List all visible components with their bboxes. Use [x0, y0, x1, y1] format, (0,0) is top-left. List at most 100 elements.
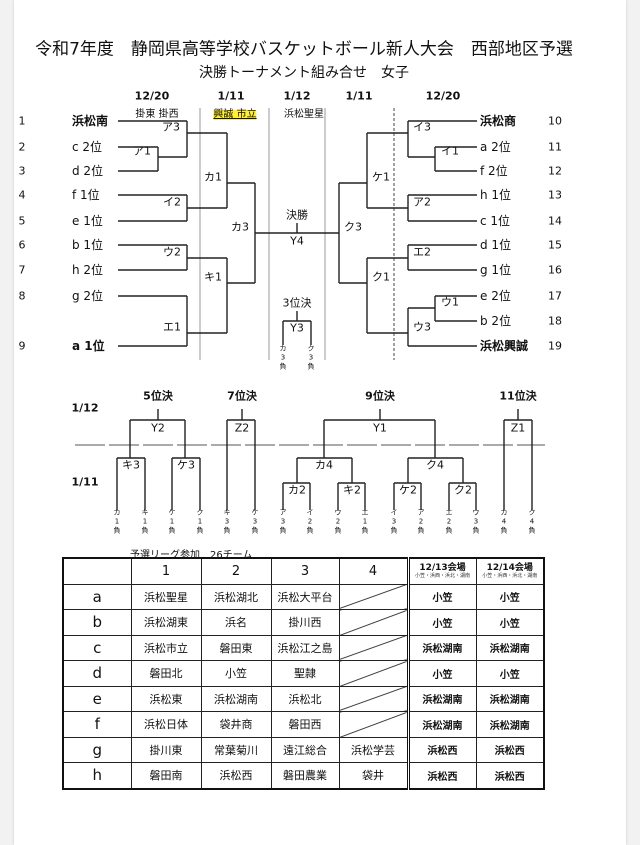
- group-label: a: [62, 583, 132, 610]
- placement-title: 5位決: [143, 389, 173, 403]
- source-label: ケ3負: [251, 508, 259, 535]
- match-code: Z2: [234, 421, 250, 435]
- venue-day1: 小笠: [406, 583, 477, 610]
- team-name: d 1位: [480, 238, 512, 252]
- team-name: f 1位: [72, 188, 100, 202]
- source-label: ク4負: [528, 508, 536, 535]
- source-label: キ1負: [141, 508, 149, 535]
- team-seed: 15: [548, 238, 562, 252]
- match-code: イ1: [441, 144, 459, 158]
- team-seed: 17: [548, 289, 562, 303]
- team-cell: 掛川東: [130, 736, 202, 763]
- venue-day1: 浜松西: [406, 736, 477, 763]
- match-code: エ1: [163, 320, 181, 334]
- team-name: h 1位: [480, 188, 512, 202]
- match-code: ウ3: [413, 320, 431, 334]
- team-cell: 袋井: [338, 762, 409, 789]
- match-code: カ3: [231, 220, 249, 234]
- team-name: d 2位: [72, 164, 104, 178]
- venue-day1: 小笠: [406, 609, 477, 636]
- match-code: キ3: [122, 458, 140, 472]
- round-venue: 興誠 市立: [213, 109, 257, 120]
- match-code: キ2: [343, 483, 361, 497]
- match-code: Y1: [373, 421, 387, 435]
- column-header: 4: [338, 557, 409, 585]
- team-cell: 掛川西: [270, 609, 340, 636]
- match-code: ア2: [413, 195, 431, 209]
- team-cell: 浜松湖東: [130, 609, 202, 636]
- team-name: c 1位: [480, 214, 511, 228]
- team-cell: 磐田南: [130, 762, 202, 789]
- placement-title: 9位決: [365, 389, 395, 403]
- column-header: [62, 557, 132, 585]
- league-caption: 予選リーグ参加 26チーム: [130, 550, 253, 561]
- team-seed: 4: [18, 188, 26, 202]
- team-cell: [338, 685, 409, 712]
- source-label: ウ3負: [472, 508, 480, 535]
- round-venue: 掛東 掛西: [135, 109, 179, 120]
- venue-day1: 浜松湖南: [406, 685, 477, 712]
- team-cell: 浜名: [200, 609, 272, 636]
- venue-day2: 小笠: [475, 609, 545, 636]
- team-cell: 磐田農業: [270, 762, 340, 789]
- match-code: Y2: [151, 421, 165, 435]
- match-code: カ2: [288, 483, 306, 497]
- source-label: ウ2負: [334, 508, 342, 535]
- team-cell: 浜松市立: [130, 634, 202, 661]
- round-date: 12/20: [425, 89, 461, 103]
- team-name: f 2位: [480, 164, 508, 178]
- column-header: 3: [270, 557, 340, 585]
- match-code: ア3: [162, 120, 180, 134]
- match-code: ウ1: [441, 295, 459, 309]
- match-code: Z1: [510, 421, 526, 435]
- source-label: ケ1負: [168, 508, 176, 535]
- venue-note: 小笠・浜西・浜北・湖南: [482, 573, 538, 580]
- team-cell: 小笠: [200, 660, 272, 687]
- team-cell: 浜松日体: [130, 711, 202, 738]
- match-code: ア1: [133, 144, 151, 158]
- group-label: g: [62, 736, 132, 763]
- team-cell: 常葉菊川: [200, 736, 272, 763]
- column-header: 12/14会場小笠・浜西・浜北・湖南: [475, 557, 545, 585]
- team-seed: 5: [18, 214, 26, 228]
- team-name: a 2位: [480, 140, 511, 154]
- team-seed: 3: [18, 164, 26, 178]
- document-subtitle: 決勝トーナメント組み合せ 女子: [199, 65, 409, 81]
- team-seed: 9: [18, 339, 26, 353]
- venue-note: 小笠・浜西・浜北・湖南: [414, 573, 470, 580]
- source-label: カ1負: [113, 508, 121, 535]
- match-code: イ3: [413, 120, 431, 134]
- team-cell: 浜松江之島: [270, 634, 340, 661]
- team-seed: 1: [18, 114, 26, 128]
- team-name: h 2位: [72, 263, 104, 277]
- final-label: 決勝: [286, 208, 308, 222]
- team-cell: 浜松湖南: [200, 685, 272, 712]
- team-seed: 6: [18, 238, 26, 252]
- source-label: ア2負: [417, 508, 425, 535]
- team-seed: 14: [548, 214, 562, 228]
- match-code: キ1: [204, 270, 222, 284]
- team-name: b 2位: [480, 314, 512, 328]
- match-code: ク4: [426, 458, 444, 472]
- round-venue: 浜松聖星: [284, 109, 324, 120]
- column-header: 1: [130, 557, 202, 585]
- document-title: 令和7年度 静岡県高等学校バスケットボール新人大会 西部地区予選: [35, 39, 573, 60]
- venue-day1: 浜松西: [406, 762, 477, 789]
- venue-day2: 浜松湖南: [475, 634, 545, 661]
- group-label: d: [62, 660, 132, 687]
- team-name: b 1位: [72, 238, 104, 252]
- team-cell: [338, 711, 409, 738]
- team-cell: [338, 609, 409, 636]
- venue-day2: 浜松湖南: [475, 711, 545, 738]
- match-code: ク1: [372, 270, 390, 284]
- team-cell: 磐田東: [200, 634, 272, 661]
